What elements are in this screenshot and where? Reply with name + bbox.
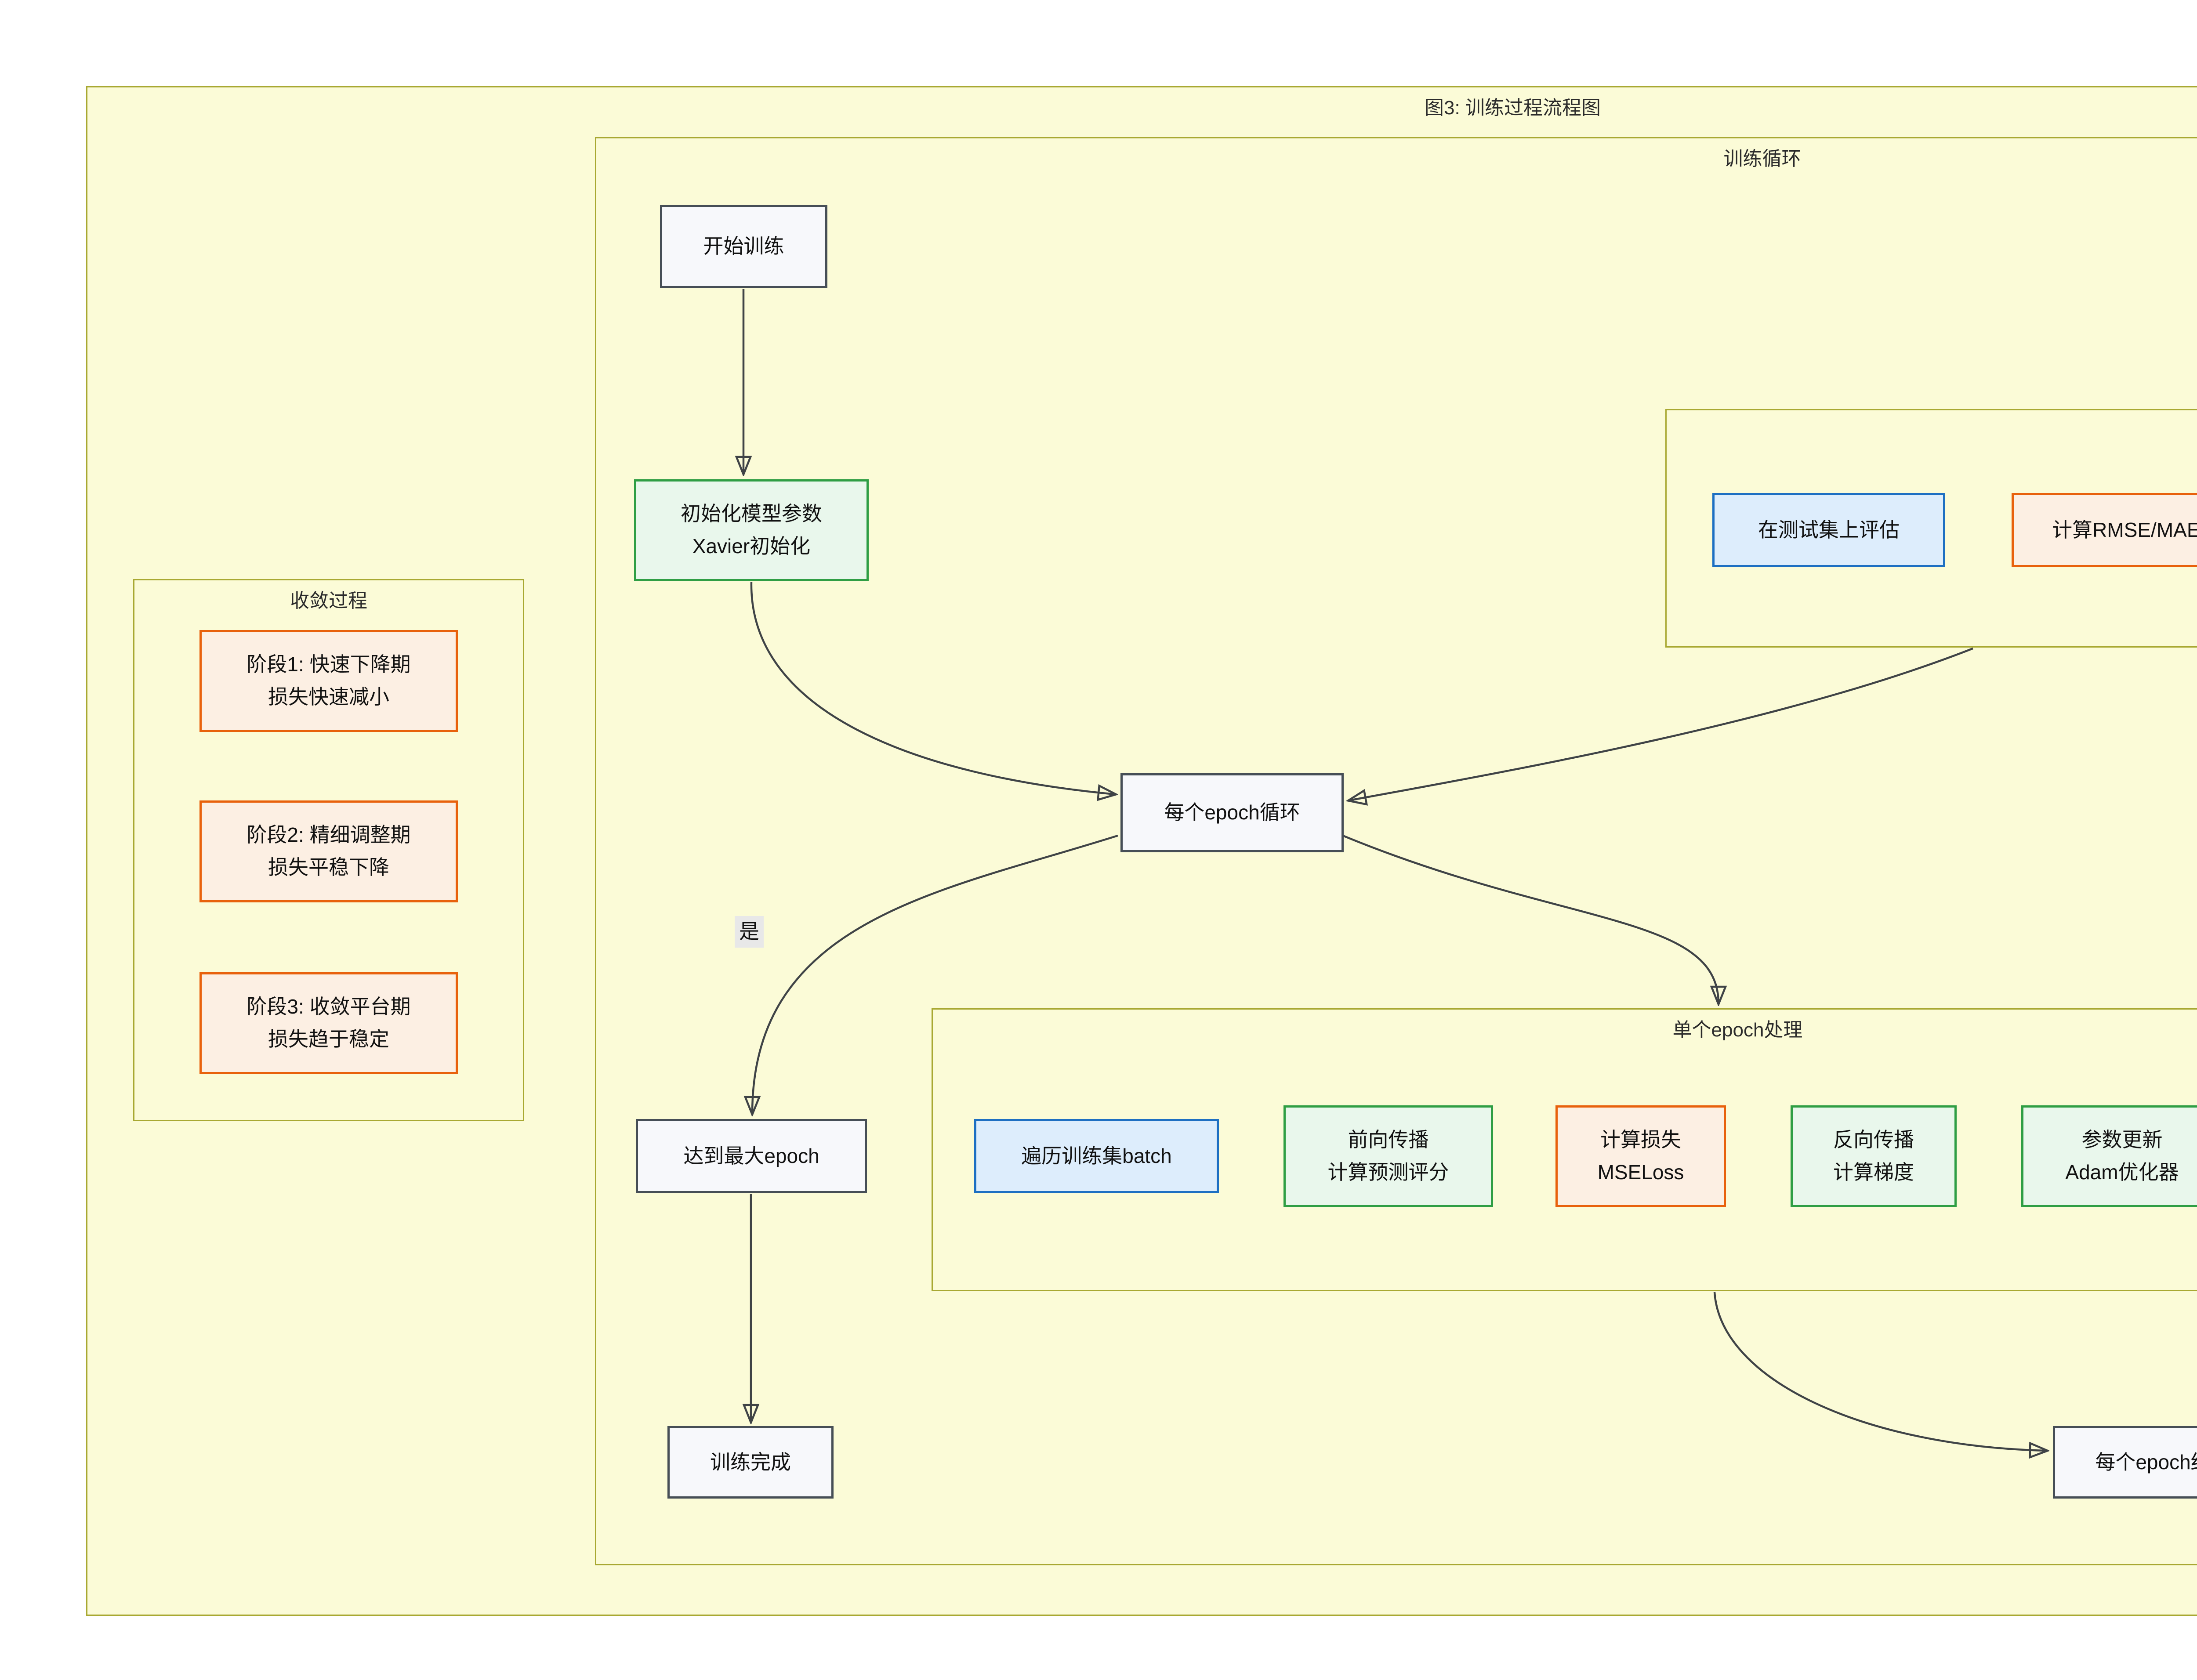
node-epoch-loop-label: 每个epoch循环: [1164, 801, 1300, 824]
group-evaluation-label: 模型评估: [1667, 415, 2197, 443]
node-stage1: 阶段1: 快速下降期 损失快速减小: [199, 630, 458, 732]
node-done-label: 训练完成: [710, 1450, 791, 1474]
group-training-loop-label: 训练循环: [1723, 148, 1801, 170]
node-update: 参数更新 Adam优化器: [2021, 1105, 2197, 1207]
node-max-epoch-label: 达到最大epoch: [683, 1144, 819, 1167]
node-stage2-line2: 损失平稳下降: [268, 856, 389, 879]
node-eval-test-label: 在测试集上评估: [1758, 518, 1900, 541]
node-max-epoch: 达到最大epoch: [636, 1119, 867, 1193]
node-calc-metrics-label: 计算RMSE/MAE/R²: [2052, 518, 2197, 541]
node-init-line1: 初始化模型参数: [681, 502, 822, 525]
node-stage3-line1: 阶段3: 收敛平台期: [247, 995, 411, 1018]
node-stage2-line1: 阶段2: 精细调整期: [247, 823, 411, 847]
node-start-label: 开始训练: [703, 235, 784, 258]
group-convergence-label: 收敛过程: [290, 590, 367, 612]
node-done: 训练完成: [667, 1426, 834, 1499]
node-update-line2: Adam优化器: [2065, 1161, 2179, 1184]
figure-title: 图3: 训练过程流程图: [1425, 97, 1601, 119]
group-convergence: 收敛过程: [133, 579, 524, 1121]
node-calc-metrics: 计算RMSE/MAE/R²: [2012, 493, 2197, 567]
node-loss-line2: MSELoss: [1597, 1161, 1684, 1184]
group-epoch-label: 单个epoch处理: [1672, 1019, 1803, 1041]
node-epoch-end-label: 每个epoch结束: [2095, 1450, 2197, 1474]
node-forward: 前向传播 计算预测评分: [1283, 1105, 1493, 1207]
node-iterate-batch-label: 遍历训练集batch: [1021, 1144, 1172, 1167]
node-iterate-batch: 遍历训练集batch: [974, 1119, 1219, 1193]
node-stage2: 阶段2: 精细调整期 损失平稳下降: [199, 800, 458, 902]
node-backward-line1: 反向传播: [1833, 1128, 1914, 1151]
group-epoch: 单个epoch处理: [932, 1008, 2197, 1291]
node-forward-line2: 计算预测评分: [1327, 1161, 1449, 1184]
node-stage1-line1: 阶段1: 快速下降期: [247, 653, 411, 676]
node-update-line1: 参数更新: [2081, 1128, 2163, 1151]
group-training-loop: 训练循环: [595, 137, 2197, 1565]
node-loss-line1: 计算损失: [1600, 1128, 1681, 1151]
group-evaluation: 模型评估: [1665, 409, 2197, 648]
node-loss: 计算损失 MSELoss: [1555, 1105, 1726, 1207]
node-backward: 反向传播 计算梯度: [1791, 1105, 1957, 1207]
node-epoch-end: 每个epoch结束: [2053, 1426, 2197, 1499]
node-init-line2: Xavier初始化: [692, 535, 811, 558]
node-start: 开始训练: [660, 205, 827, 288]
node-backward-line2: 计算梯度: [1833, 1161, 1914, 1184]
node-stage1-line2: 损失快速减小: [268, 685, 389, 708]
node-init: 初始化模型参数 Xavier初始化: [634, 479, 869, 581]
edge-label-yes: 是: [735, 916, 764, 948]
node-eval-test: 在测试集上评估: [1712, 493, 1945, 567]
node-forward-line1: 前向传播: [1348, 1128, 1429, 1151]
node-stage3-line2: 损失趋于稳定: [268, 1028, 389, 1050]
node-epoch-loop: 每个epoch循环: [1120, 773, 1344, 852]
node-stage3: 阶段3: 收敛平台期 损失趋于稳定: [199, 972, 458, 1074]
